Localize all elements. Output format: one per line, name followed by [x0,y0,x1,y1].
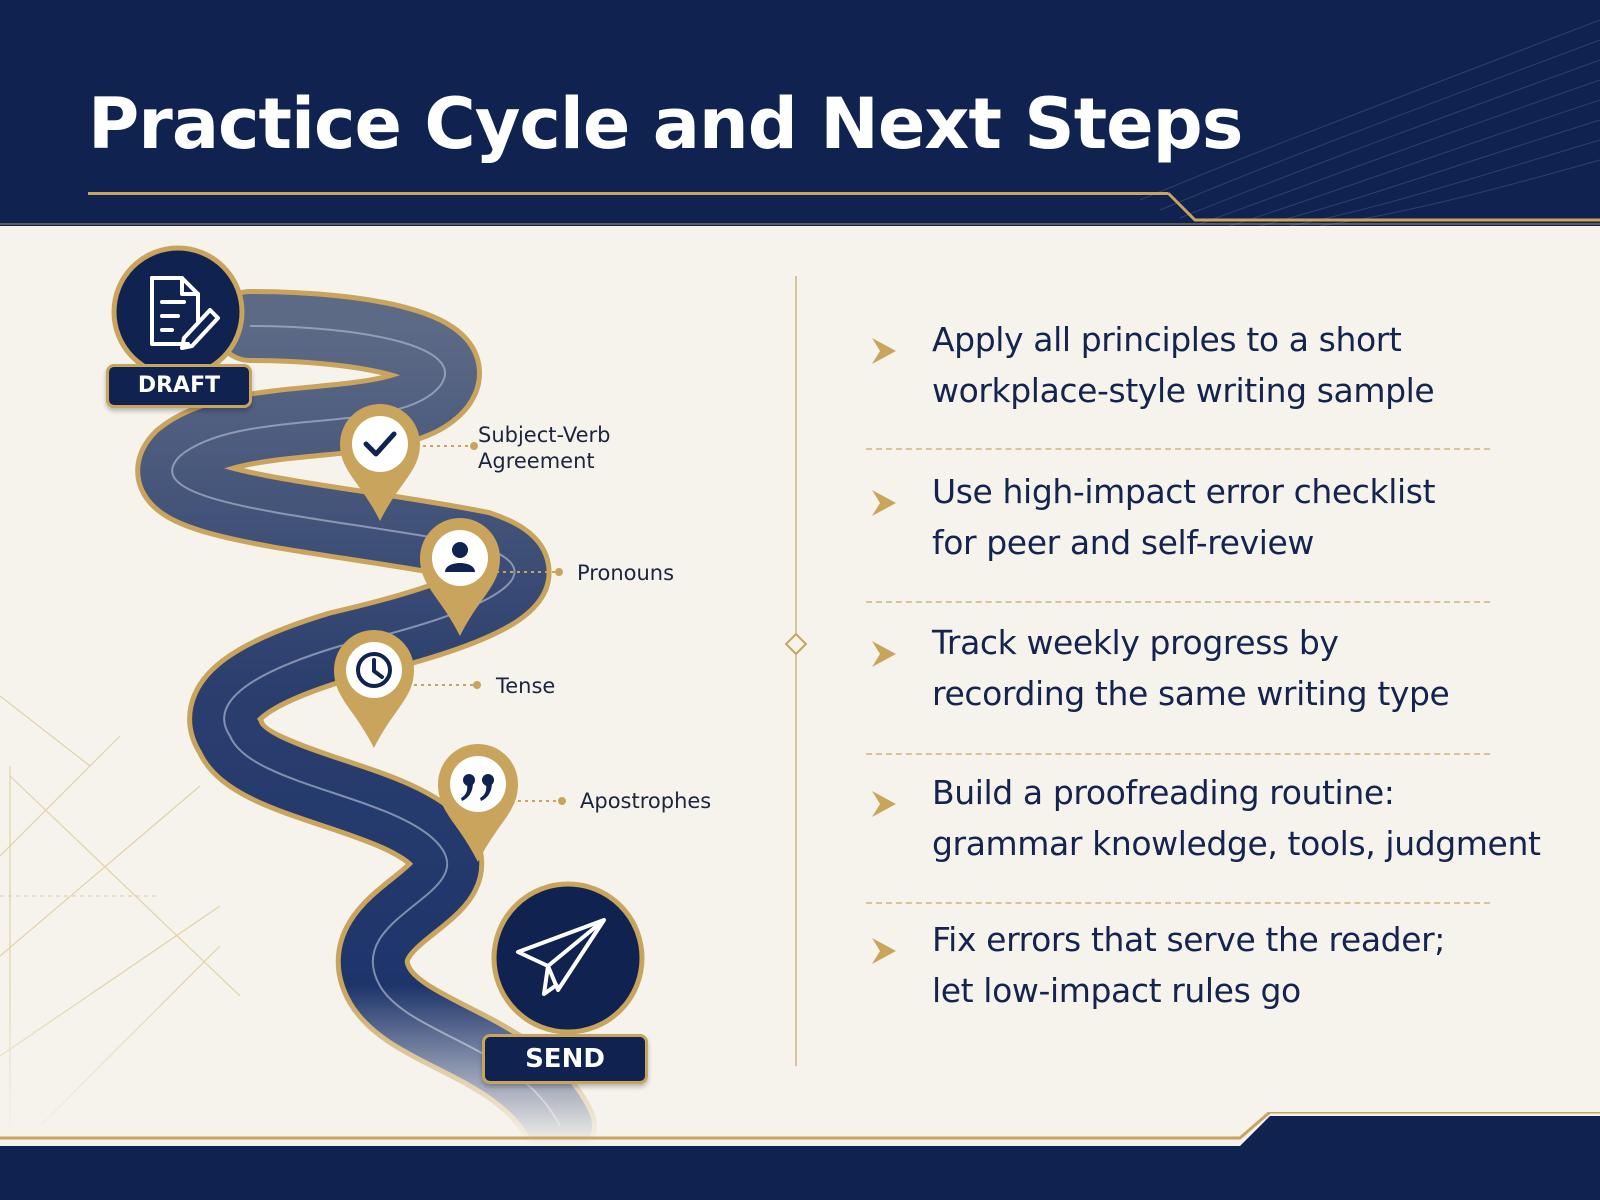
next-step-item: Fix errors that serve the reader; let lo… [868,914,1528,1024]
chevron-right-icon [872,938,896,964]
footer-gold-accent [0,1112,1600,1146]
content-area: Subject-Verb Agreement Pronouns Tense Ap… [0,226,1600,1146]
decorative-geometric-lines [0,696,240,1126]
roadmap-illustration [0,245,780,1146]
chevron-right-icon [872,641,896,667]
stop-label-tense: Tense [496,674,556,698]
chevron-right-icon [872,490,896,516]
draft-start-marker [111,245,245,379]
step-separator [866,448,1490,450]
next-step-item: Build a proofreading routine: grammar kn… [868,767,1541,877]
pin-apostrophes [438,744,518,862]
chevron-right-icon [872,338,896,364]
title-underline [88,192,1168,195]
divider-diamond-icon [784,632,808,656]
pin-pronouns [420,518,500,636]
pin-tense [334,630,414,748]
send-end-marker [491,881,645,1035]
checkmark-icon [363,431,397,457]
header-banner: Practice Cycle and Next Steps [0,0,1600,226]
draft-label-tag: DRAFT [106,364,252,408]
person-icon [445,542,475,572]
step-separator [866,753,1490,755]
pin-subject-verb [340,404,420,521]
step-separator [866,601,1490,603]
stop-label-subject-verb: Subject-Verb Agreement [478,423,611,473]
footer-band [0,1146,1600,1200]
chevron-right-icon [872,791,896,817]
clock-icon [356,652,392,688]
next-step-item: Apply all principles to a short workplac… [868,314,1528,424]
stop-label-pronouns: Pronouns [577,561,675,585]
step-separator [866,902,1490,904]
vertical-divider [795,276,797,1066]
document-edit-icon [150,276,220,350]
quote-marks-icon [461,774,494,801]
send-label-tag: SEND [482,1034,648,1084]
next-step-item: Track weekly progress by recording the s… [868,617,1528,727]
next-step-item: Use high-impact error checklist for peer… [868,466,1528,576]
stop-label-apostrophes: Apostrophes [580,789,712,813]
slide-title: Practice Cycle and Next Steps [88,83,1243,165]
paper-plane-icon [516,918,606,996]
header-gold-accent [0,191,1600,225]
